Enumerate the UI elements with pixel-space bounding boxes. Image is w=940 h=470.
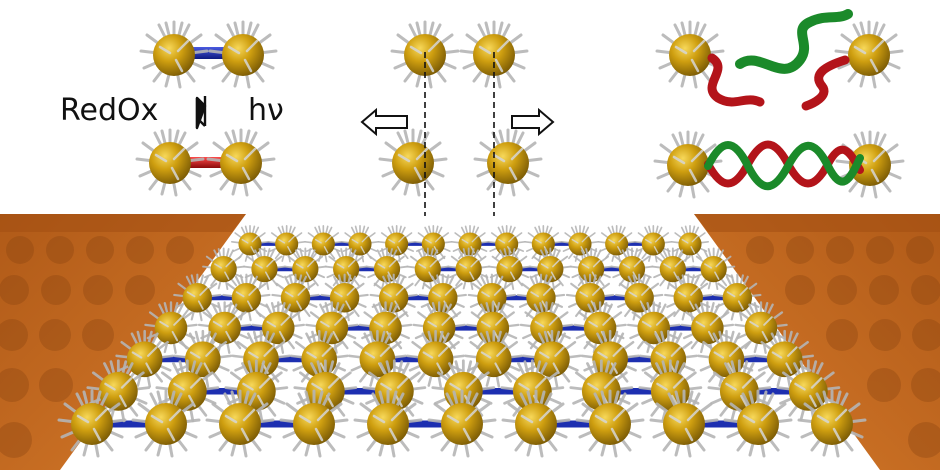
switch-panel (135, 20, 278, 197)
separation-panel (360, 20, 555, 216)
dna-single-strand (707, 53, 765, 107)
hollow-arrow-left-icon (360, 107, 408, 137)
reversible-switch-arrows-icon (195, 96, 207, 130)
dna-single-strand (801, 55, 850, 111)
nanoparticle-lattice (57, 225, 867, 458)
dna-duplex-strand-a (704, 141, 864, 191)
right-electrode (694, 214, 940, 470)
dna-panel (653, 9, 905, 199)
light-label: hν (248, 93, 284, 128)
hollow-arrow-right-icon (511, 107, 555, 137)
dna-free-strand (735, 9, 853, 74)
redox-label: RedOx (60, 93, 158, 128)
